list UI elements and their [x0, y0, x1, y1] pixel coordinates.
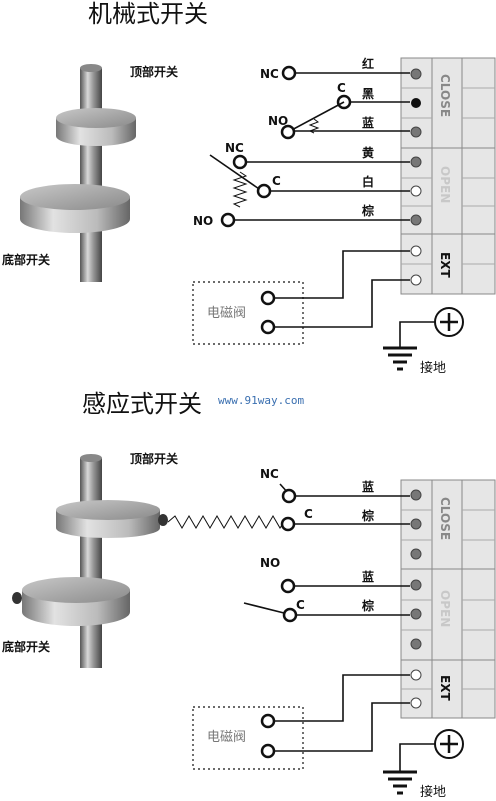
mech-ground-symbol: [383, 307, 464, 371]
ind-top-nc-label: NC: [260, 467, 279, 481]
ind-wire-3: 蓝: [362, 569, 374, 584]
inductive-valve-shaft-illustration: [12, 454, 168, 668]
mech-top-c-label: C: [337, 81, 346, 95]
mech-terminal-block: [400, 57, 496, 295]
ind-top-switch: [279, 483, 410, 532]
mech-solenoid: [192, 250, 410, 345]
mech-bottom-c-label: C: [272, 174, 281, 188]
ind-bottom-no-label: NO: [260, 556, 280, 570]
mech-wire-5: 白: [362, 174, 374, 189]
mech-ground-label: 接地: [420, 360, 446, 376]
mech-top-switch: [280, 65, 410, 140]
mech-wire-1: 红: [362, 56, 374, 71]
mech-wire-2: 黑: [362, 87, 374, 101]
ind-top-switch-label: 顶部开关: [130, 451, 178, 466]
mech-wire-3: 蓝: [362, 115, 374, 130]
ind-terminal-block: [400, 479, 496, 719]
mech-wire-4: 黄: [362, 145, 374, 160]
mech-solenoid-label: 电磁阀: [207, 306, 246, 321]
mech-wire-6: 棕: [361, 203, 374, 218]
mech-top-switch-label: 顶部开关: [130, 64, 178, 79]
ind-solenoid: [192, 674, 410, 770]
mechanical-title: 机械式开关: [88, 0, 208, 28]
ind-sensor-zigzag: [167, 515, 285, 529]
watermark-url: www.91way.com: [218, 394, 304, 407]
ind-wire-2: 棕: [361, 508, 374, 523]
ind-bottom-c-label: C: [296, 598, 305, 612]
mech-close-label: CLOSE: [438, 74, 452, 117]
mech-top-no-label: NO: [268, 114, 288, 128]
mech-ext-label: EXT: [438, 252, 452, 278]
ind-ext-label: EXT: [438, 675, 452, 701]
ind-bottom-switch: [243, 578, 410, 623]
ind-solenoid-label: 电磁阀: [207, 730, 246, 745]
ind-wire-4: 棕: [361, 598, 374, 613]
mech-bottom-no-label: NO: [193, 214, 213, 228]
mech-bottom-switch: [209, 154, 410, 228]
ind-bottom-switch-label: 底部开关: [2, 639, 50, 654]
inductive-title: 感应式开关: [82, 390, 202, 418]
ind-wire-1: 蓝: [362, 479, 374, 494]
ind-open-label: OPEN: [438, 590, 452, 627]
ind-ground-label: 接地: [420, 784, 446, 800]
ind-top-c-label: C: [304, 507, 313, 521]
mech-bottom-nc-label: NC: [225, 141, 244, 155]
mech-bottom-switch-label: 底部开关: [2, 252, 50, 267]
ind-ground-symbol: [383, 729, 464, 795]
mechanical-valve-shaft-illustration: [20, 64, 136, 282]
mech-top-nc-label: NC: [260, 67, 279, 81]
mech-open-label: OPEN: [438, 166, 452, 203]
ind-close-label: CLOSE: [438, 497, 452, 540]
